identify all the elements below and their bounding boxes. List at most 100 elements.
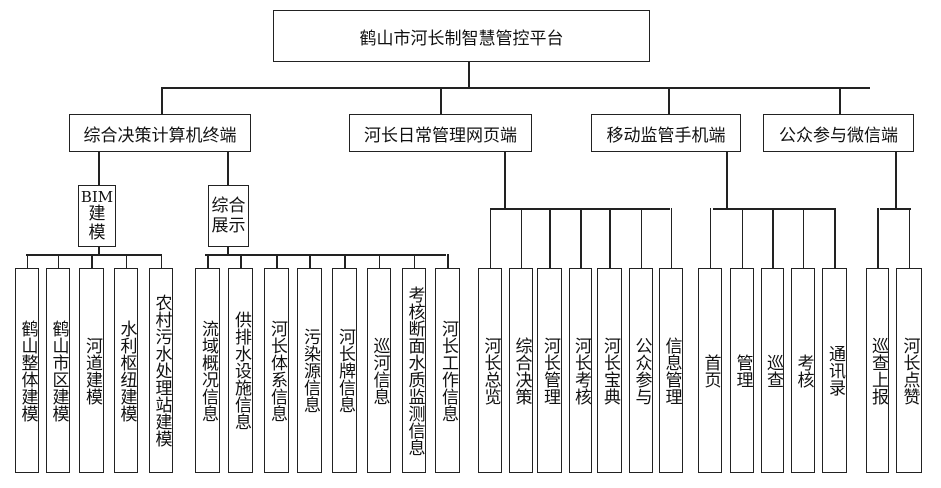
leaf-node: 河长宝典 <box>597 268 622 473</box>
connector <box>839 87 841 115</box>
leaf-label: 河长考核 <box>571 336 591 405</box>
connector <box>440 87 442 115</box>
leaf-label: 考核 <box>793 353 814 388</box>
connector <box>205 254 446 256</box>
connector <box>834 208 836 268</box>
leaf-label: 供排水设施信息 <box>231 311 251 430</box>
branch-desktop-terminal: 综合决策计算机终端 <box>69 114 251 152</box>
connector <box>549 208 551 268</box>
leaf-node: 河长总览 <box>478 268 502 473</box>
leaf-node: 河长点赞 <box>896 268 922 473</box>
group-label-line: BIM <box>80 188 114 206</box>
leaf-node: 鹤山整体建模 <box>15 268 39 473</box>
leaf-node: 河道建模 <box>79 268 104 473</box>
branch-label: 河长日常管理网页端 <box>364 125 517 146</box>
connector <box>447 254 449 268</box>
branch-wechat: 公众参与微信端 <box>763 114 914 152</box>
connector <box>489 208 491 268</box>
leaf-label: 河道建模 <box>82 336 102 405</box>
connector <box>741 208 743 268</box>
connector <box>580 208 582 268</box>
connector <box>908 208 910 268</box>
connector <box>161 87 870 89</box>
leaf-node: 水利枢纽建模 <box>114 268 138 473</box>
leaf-label: 首页 <box>700 353 721 388</box>
leaf-node: 通讯录 <box>822 268 847 473</box>
leaf-label: 河长宝典 <box>600 336 620 405</box>
leaf-label: 河长牌信息 <box>335 328 355 413</box>
connector <box>802 208 804 268</box>
leaf-node: 巡查上报 <box>866 268 889 473</box>
branch-label: 公众参与微信端 <box>779 125 898 146</box>
leaf-label: 巡查 <box>763 353 783 388</box>
leaf-node: 考核断面水质监测信息 <box>402 268 426 473</box>
connector <box>98 152 100 186</box>
leaf-label: 鹤山整体建模 <box>17 319 38 422</box>
root-title: 鹤山市河长制智慧管控平台 <box>359 28 564 49</box>
leaf-node: 首页 <box>698 268 722 473</box>
connector <box>26 254 161 256</box>
leaf-node: 污染源信息 <box>297 268 322 473</box>
connector <box>227 152 229 186</box>
leaf-label: 信息管理 <box>661 336 682 405</box>
connector <box>161 87 163 115</box>
leaf-node: 巡河信息 <box>367 268 391 473</box>
connector <box>877 208 879 268</box>
leaf-label: 河长管理 <box>540 336 560 405</box>
connector <box>413 254 415 268</box>
leaf-node: 农村污水处理站建模 <box>149 268 173 473</box>
leaf-node: 鹤山市区建模 <box>46 268 70 473</box>
leaf-label: 河长工作信息 <box>438 319 458 422</box>
leaf-node: 考核 <box>791 268 815 473</box>
connector <box>670 208 672 268</box>
branch-label: 移动监管手机端 <box>606 125 726 146</box>
leaf-node: 流域概况信息 <box>195 268 220 473</box>
group-label-line: 展示 <box>211 216 246 236</box>
connector <box>26 254 28 268</box>
leaf-node: 河长管理 <box>537 268 562 473</box>
root-node: 鹤山市河长制智慧管控平台 <box>273 10 650 62</box>
connector <box>309 254 311 268</box>
leaf-node: 巡查 <box>761 268 784 473</box>
leaf-node: 管理 <box>730 268 754 473</box>
leaf-label: 通讯录 <box>825 345 845 396</box>
connector <box>98 247 100 255</box>
leaf-label: 河长点赞 <box>899 336 920 405</box>
leaf-label: 污染源信息 <box>300 328 320 413</box>
connector <box>504 152 506 209</box>
connector <box>640 208 642 268</box>
leaf-node: 河长牌信息 <box>332 268 357 473</box>
connector <box>207 254 209 268</box>
connector <box>520 208 522 268</box>
group-label-line: 综合 <box>211 196 246 216</box>
connector <box>160 254 162 268</box>
leaf-label: 巡河信息 <box>369 336 390 405</box>
connector <box>227 247 229 255</box>
group-label-line: 建 <box>88 204 106 224</box>
connector <box>57 254 59 268</box>
branch-web-portal: 河长日常管理网页端 <box>349 114 532 152</box>
leaf-node: 公众参与 <box>629 268 653 473</box>
leaf-label: 巡查上报 <box>868 336 888 405</box>
connector <box>726 152 728 209</box>
connector <box>668 87 670 115</box>
connector <box>344 254 346 268</box>
connector <box>240 254 242 268</box>
group-comprehensive-display: 综合 展示 <box>208 185 249 247</box>
connector <box>91 254 93 268</box>
connector <box>468 62 470 88</box>
leaf-node: 河长体系信息 <box>264 268 289 473</box>
leaf-node: 河长工作信息 <box>435 268 460 473</box>
leaf-node: 信息管理 <box>659 268 683 473</box>
connector <box>709 208 711 268</box>
connector <box>378 254 380 268</box>
connector <box>125 254 127 268</box>
group-label-line: 模 <box>88 223 106 243</box>
connector <box>609 208 611 268</box>
leaf-node: 供排水设施信息 <box>228 268 253 473</box>
leaf-label: 流域概况信息 <box>198 319 218 422</box>
leaf-label: 管理 <box>732 353 753 388</box>
connector <box>895 152 897 209</box>
branch-mobile-app: 移动监管手机端 <box>591 114 741 152</box>
